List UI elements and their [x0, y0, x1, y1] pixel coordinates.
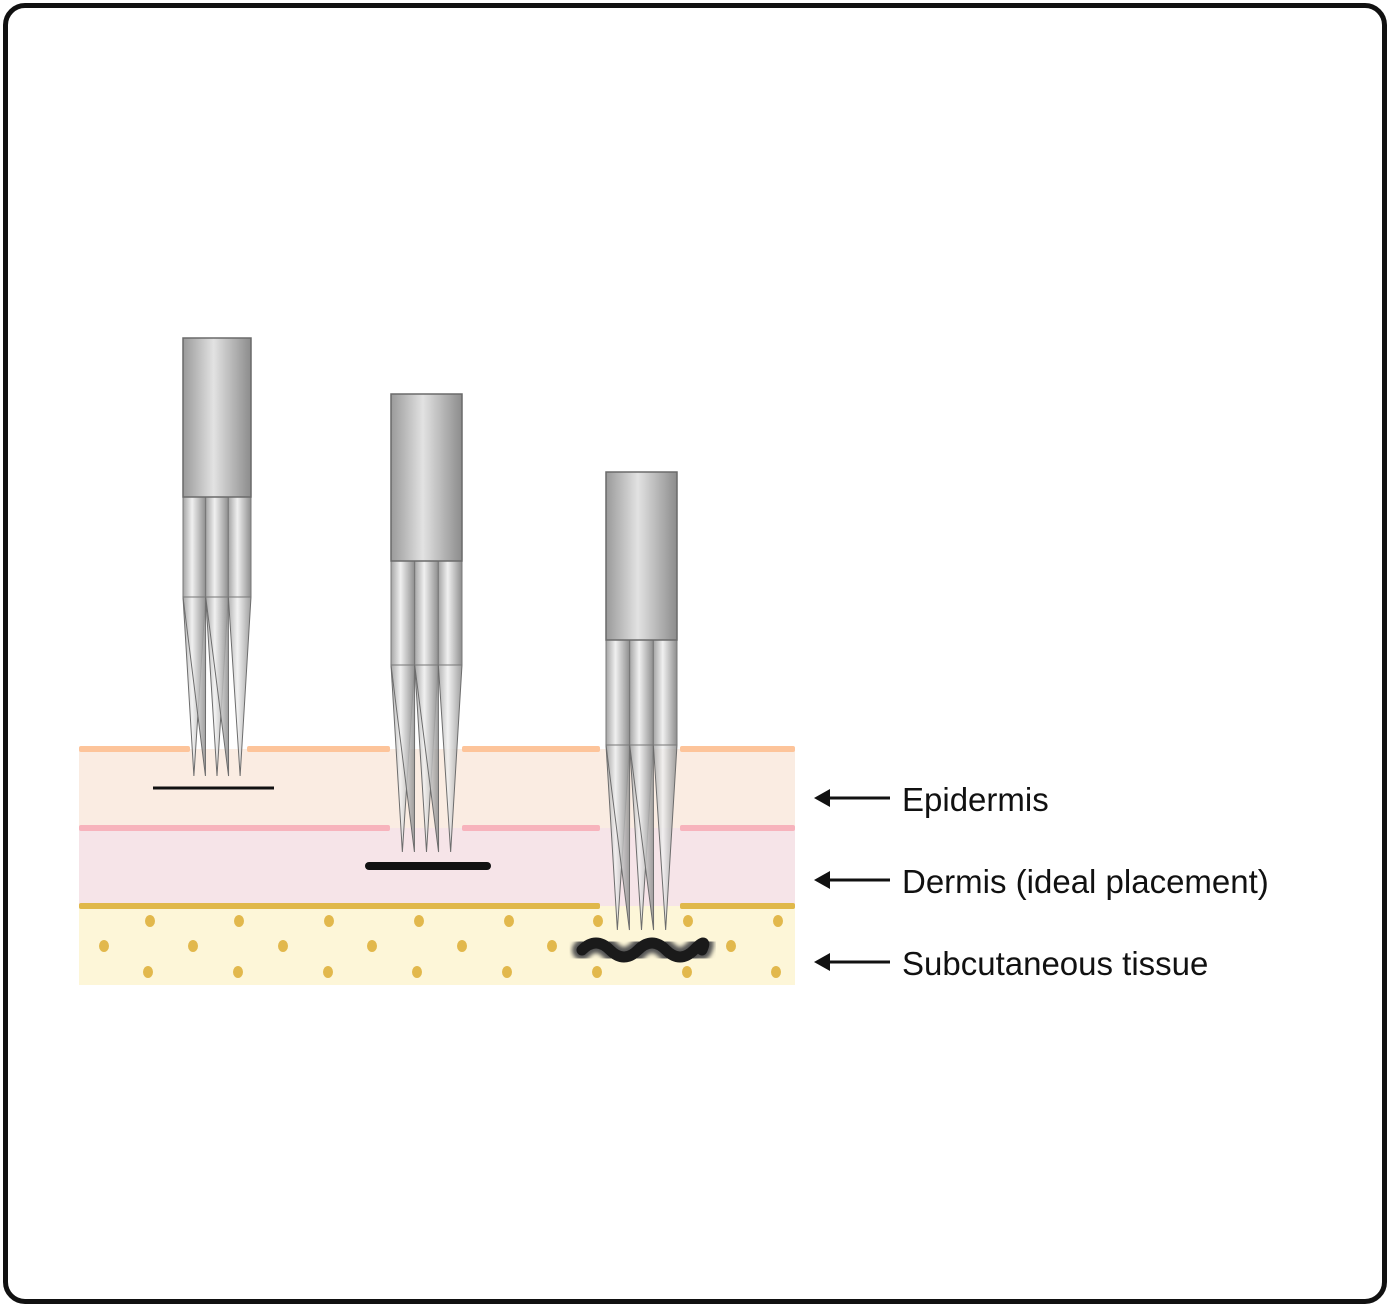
fat-cell-dot: [412, 966, 422, 978]
fat-cell-dot: [414, 915, 424, 927]
label-subcutaneous: Subcutaneous tissue: [902, 945, 1209, 982]
needle-housing: [390, 393, 463, 562]
fat-cell-dot: [145, 915, 155, 927]
fat-cell-dot: [234, 915, 244, 927]
fat-cell-dot: [188, 940, 198, 952]
fat-cell-dot: [593, 915, 603, 927]
fat-cell-dot: [457, 940, 467, 952]
fat-cell-dot: [504, 915, 514, 927]
diagram-frame: [3, 3, 1387, 1304]
fat-cell-dot: [99, 940, 109, 952]
fat-cell-dot: [278, 940, 288, 952]
fat-cell-dot: [143, 966, 153, 978]
fat-cells: [99, 915, 783, 978]
fat-cell-dot: [771, 966, 781, 978]
dermis-boundary: [462, 825, 600, 831]
needles: [182, 337, 678, 931]
fat-cell-dot: [367, 940, 377, 952]
arrow-epidermis-head-icon: [814, 789, 830, 807]
fat-cell-dot: [683, 915, 693, 927]
epidermis-boundary: [247, 746, 390, 752]
needle-shaft: [390, 560, 416, 666]
ink-blowout-core: [576, 937, 710, 963]
needle-shaft: [605, 639, 631, 746]
dermis-boundary: [680, 825, 795, 831]
fat-cell-dot: [547, 940, 557, 952]
needle-shaft: [414, 560, 439, 666]
label-dermis: Dermis (ideal placement): [902, 863, 1269, 900]
fat-cell-dot: [324, 915, 334, 927]
ink-deposits: [153, 786, 714, 967]
label-arrows: [814, 789, 890, 971]
needle-cartridge-1: [182, 337, 252, 777]
fat-cell-dot: [502, 966, 512, 978]
needle-shaft: [205, 496, 229, 598]
epidermis-boundary: [462, 746, 600, 752]
needle-shaft: [652, 639, 678, 746]
arrow-dermis-head-icon: [814, 871, 830, 889]
label-epidermis: Epidermis: [902, 781, 1049, 818]
subcutaneous-boundary: [79, 903, 600, 909]
needle-shaft: [629, 639, 654, 746]
fat-cell-dot: [726, 940, 736, 952]
dermis-boundary: [79, 825, 390, 831]
needle-cartridge-3: [605, 471, 678, 931]
epidermis-boundary: [79, 746, 190, 752]
fat-cell-dot: [323, 966, 333, 978]
needle-housing: [605, 471, 678, 641]
needle-cartridge-2: [390, 393, 463, 853]
fat-cell-dot: [592, 966, 602, 978]
layer-boundaries: [79, 746, 795, 909]
needle-shaft: [227, 496, 252, 598]
epidermis-boundary: [680, 746, 795, 752]
fat-cell-dot: [233, 966, 243, 978]
needle-housing: [182, 337, 252, 498]
subcutaneous-boundary: [680, 903, 795, 909]
fat-cell-dot: [773, 915, 783, 927]
needle-shaft: [437, 560, 463, 666]
arrow-subcutaneous-head-icon: [814, 953, 830, 971]
fat-cell-dot: [682, 966, 692, 978]
needle-shaft: [182, 496, 207, 598]
